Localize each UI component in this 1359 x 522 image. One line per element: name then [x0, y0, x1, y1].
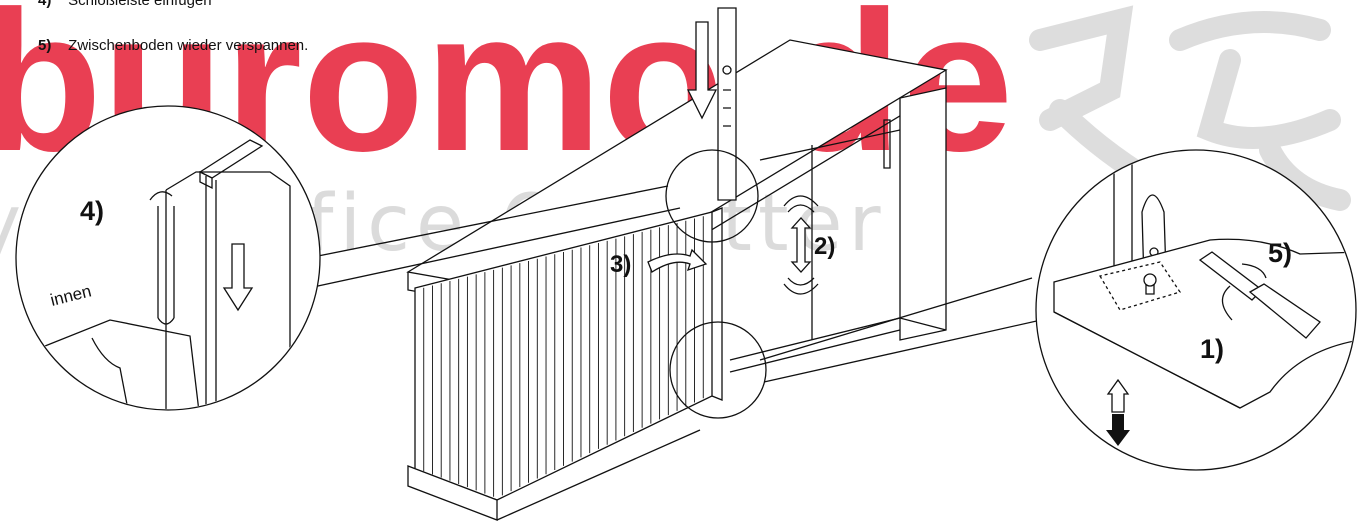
shelf-board	[1053, 238, 1355, 409]
flex-vibration-icon	[783, 195, 819, 295]
label-step-5: 5)	[1268, 238, 1292, 268]
label-step-3: 3)	[610, 251, 631, 278]
instruction-item-4: 4) Schloßleiste einfügen	[38, 0, 212, 9]
detail-right: 5) 1)	[1035, 149, 1357, 471]
pin-rod-end	[157, 317, 175, 325]
shelf-curve	[91, 337, 131, 409]
leader-line-left-upper	[317, 185, 669, 257]
detail-circle-bottom	[669, 321, 767, 419]
panel-top-edge	[165, 171, 291, 409]
lock-strip-body	[717, 7, 737, 201]
instruction-item-5: 5) Zwischenboden wieder verspannen.	[38, 37, 308, 54]
detail-circle-top	[665, 149, 759, 243]
down-arrow-icon	[222, 243, 254, 312]
shelf-edge	[29, 319, 201, 409]
tambour-slats	[423, 216, 704, 497]
interior-back-line	[759, 129, 901, 161]
rotate-arrow-head	[1241, 263, 1267, 279]
leader-line-left	[289, 207, 681, 293]
label-step-2: 2)	[814, 233, 835, 260]
detail-left-circle	[15, 105, 321, 411]
hook-top	[149, 191, 173, 201]
hidden-outline	[1098, 261, 1182, 311]
down-arrow-solid-icon	[1106, 414, 1130, 446]
shelf-front-edge	[1053, 311, 1241, 409]
label-step-1: 1)	[1200, 334, 1224, 364]
cabinet	[406, 39, 948, 521]
cabinet-right-side	[899, 87, 947, 341]
insert-arrow-icon	[686, 21, 718, 120]
tambour-end-strip	[711, 207, 723, 401]
cabinet-base-edge	[496, 429, 701, 521]
interior-floor-line-2	[729, 329, 901, 373]
leader-line-right-upper	[759, 277, 1033, 361]
curve-arrow-icon	[647, 248, 708, 273]
pin-rod	[157, 206, 175, 318]
up-down-arrow-icon	[790, 217, 812, 273]
lock-strip-marks	[723, 89, 731, 127]
instruction-number: 5)	[38, 37, 52, 54]
screw-head	[1143, 273, 1157, 287]
instruction-number: 4)	[38, 0, 52, 9]
label-step-4: 4)	[80, 196, 104, 226]
panel-inner-edges	[205, 176, 217, 409]
instruction-text: Zwischenboden wieder verspannen.	[68, 37, 309, 54]
rotate-arrow-curve	[1221, 285, 1233, 321]
detail-left: 4) innen	[15, 105, 321, 411]
instruction-text: Schloßleiste einfügen	[68, 0, 212, 9]
door-handle	[883, 119, 891, 169]
leader-line-right	[763, 317, 1051, 383]
lock-strip	[686, 7, 737, 201]
up-arrow-icon	[1106, 378, 1130, 413]
lock-strip-hole	[722, 65, 732, 75]
screwdriver-handle	[1248, 283, 1321, 339]
